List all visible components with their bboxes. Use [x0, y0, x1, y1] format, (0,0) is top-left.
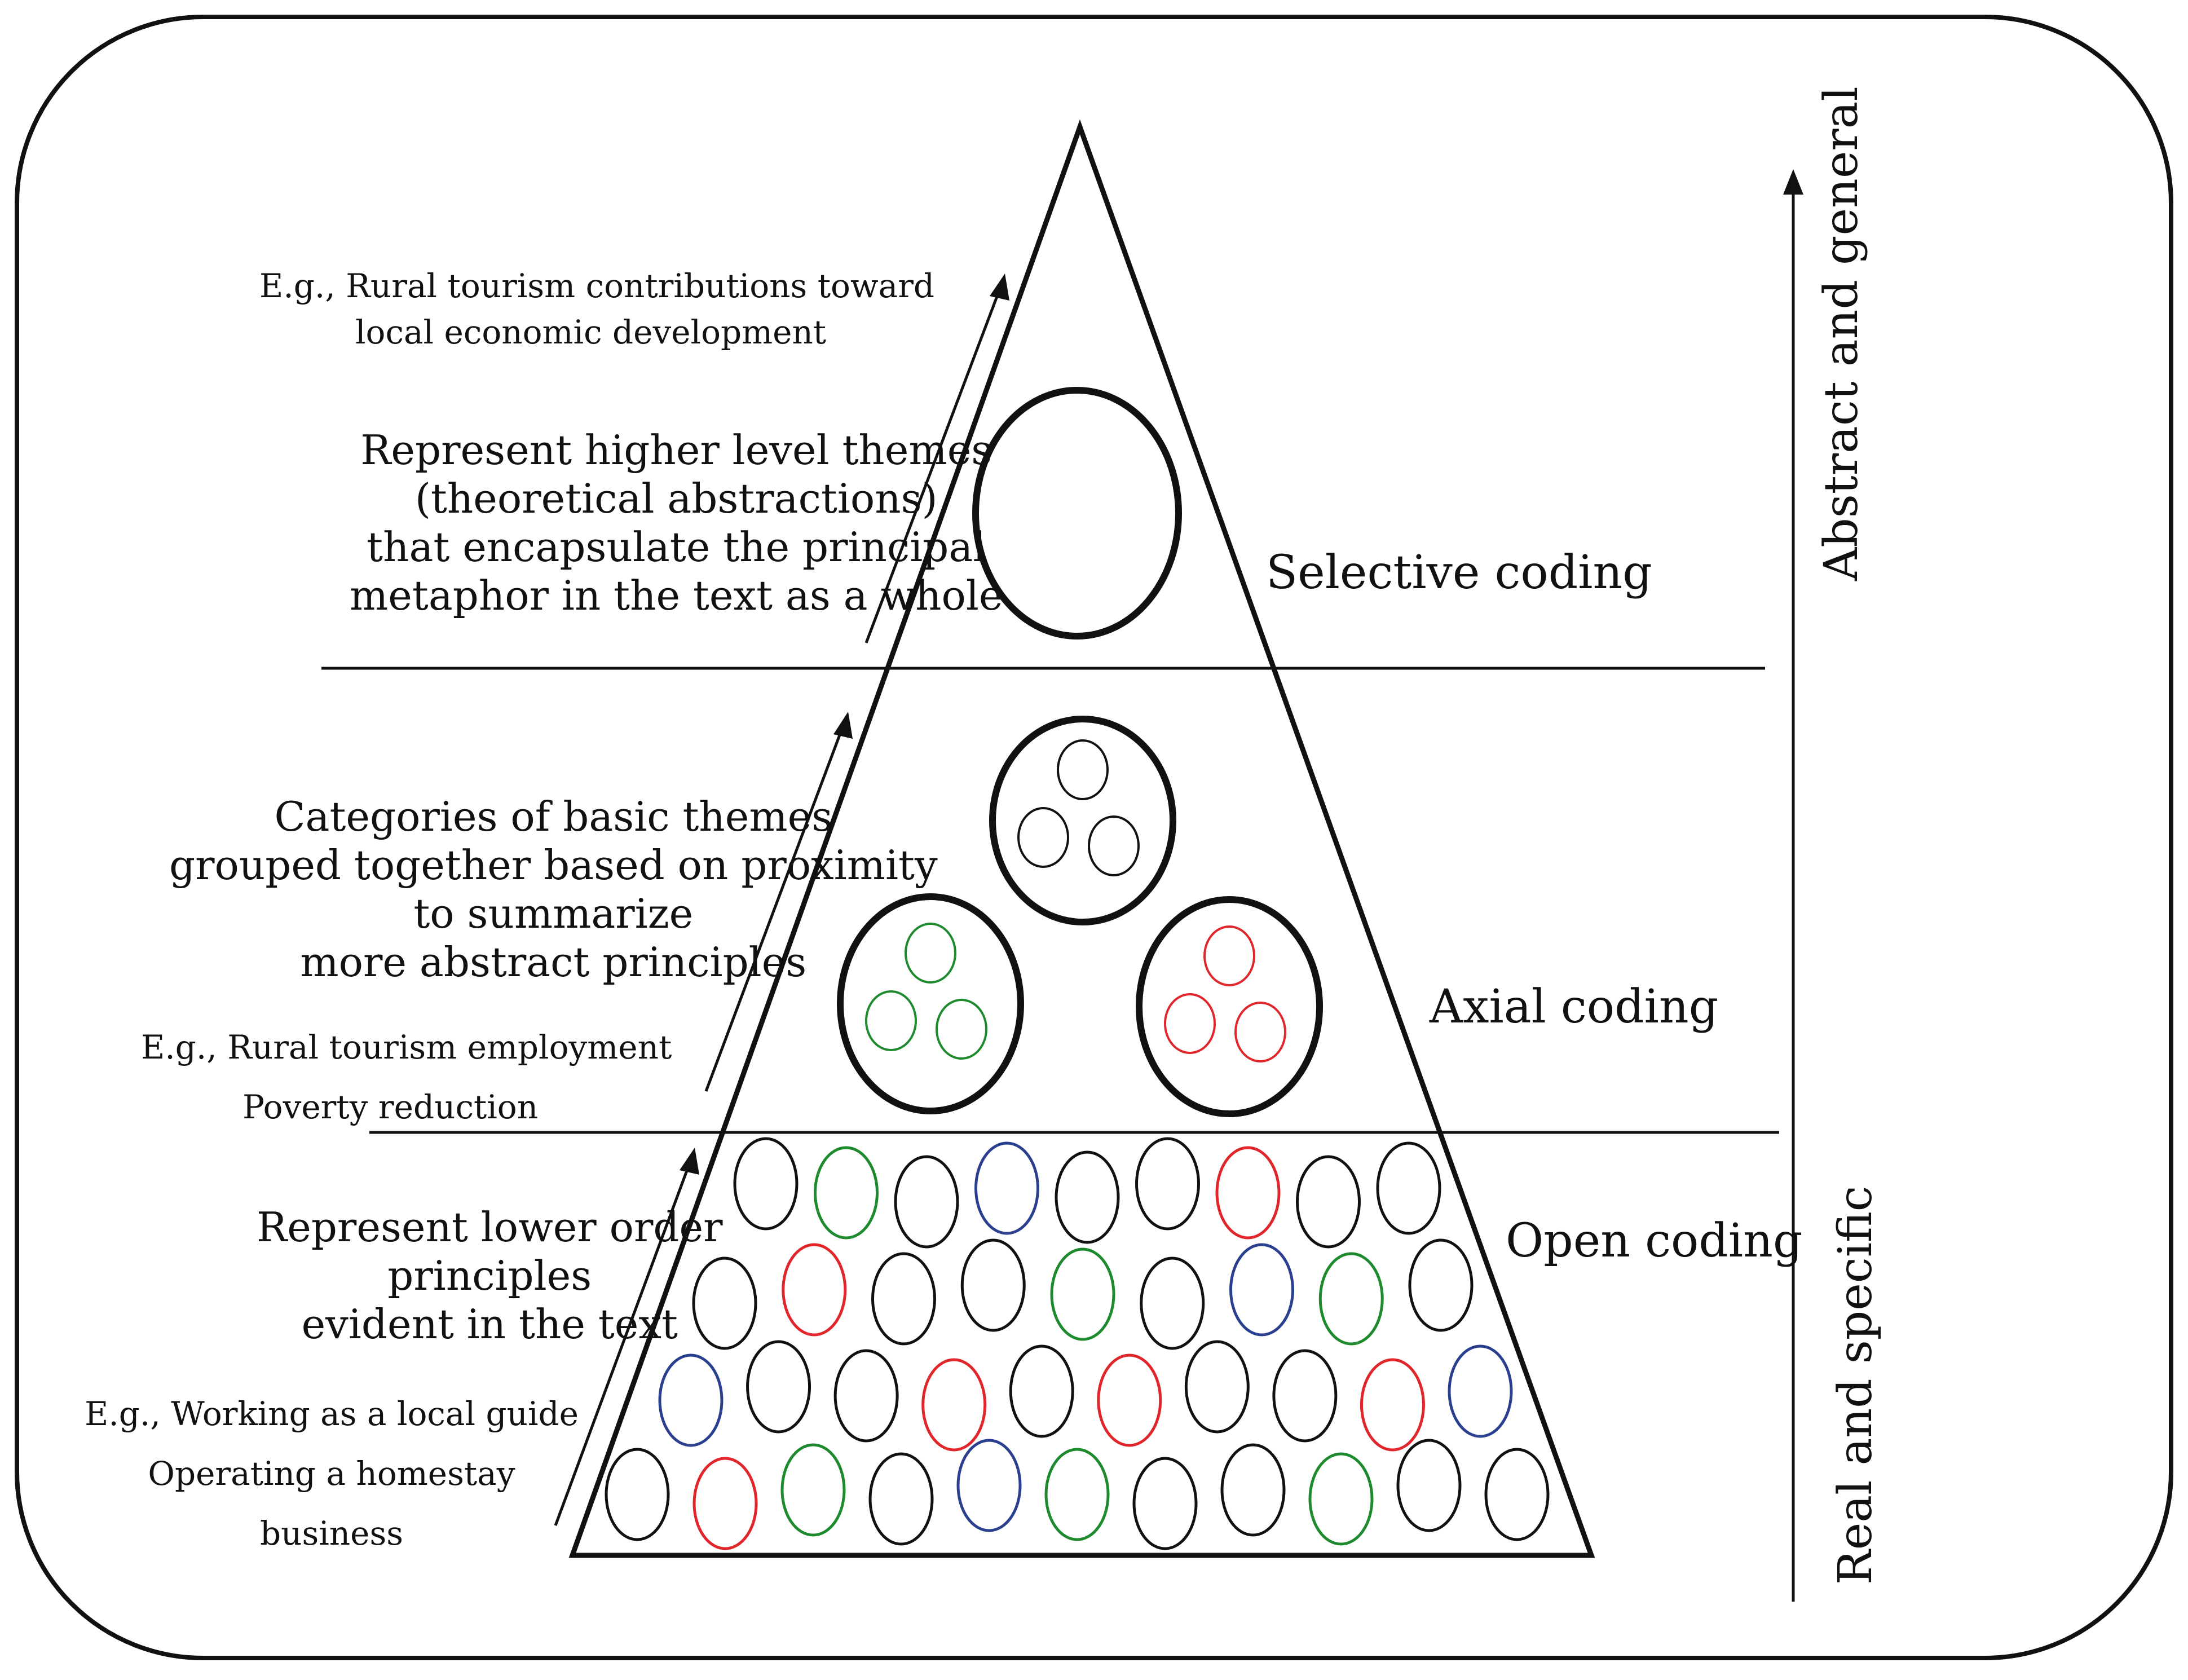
axial-cluster-3-sub-circle-3: [1234, 1002, 1286, 1062]
open-code-circle-r2-c6: [1140, 1256, 1205, 1350]
axial-example-line-1: E.g., Rural tourism employment: [141, 1028, 672, 1066]
axial-example-line-2: Poverty reduction: [242, 1088, 539, 1126]
open-code-circle-r3-c4: [921, 1358, 987, 1452]
axial-cluster-3-sub-circle-2: [1164, 993, 1216, 1054]
open-code-circle-r4-c3: [780, 1443, 846, 1537]
axial-coding-label: Axial coding: [1430, 980, 1719, 1034]
axial-cluster-3-sub-circle-1: [1203, 925, 1255, 986]
selective-example: E.g., Rural tourism contributions toward…: [259, 270, 934, 349]
open-example-line-1: E.g., Working as a local guide: [85, 1395, 579, 1433]
open-code-circle-r4-c5: [956, 1439, 1022, 1532]
open-example: E.g., Working as a local guide Operating…: [85, 1397, 579, 1550]
open-code-circle-r3-c2: [746, 1340, 811, 1434]
axial-cluster-2-sub-circle-3: [936, 999, 987, 1060]
axial-desc-line-4: more abstract principles: [300, 938, 807, 986]
arrow-open-to-axial: [554, 1148, 699, 1526]
open-code-circle-r2-c4: [960, 1238, 1026, 1332]
outer-frame: [15, 15, 2173, 1660]
open-code-circle-r2-c5: [1050, 1247, 1115, 1341]
open-code-circle-r1-c9: [1376, 1141, 1441, 1235]
open-code-circle-r2-c1: [692, 1256, 757, 1350]
axial-cluster-1: [989, 716, 1176, 925]
open-code-circle-r2-c3: [871, 1252, 936, 1346]
open-code-circle-r1-c4: [974, 1141, 1039, 1235]
selective-desc-line-4: metaphor in the text as a whole: [350, 572, 1003, 619]
open-code-circle-r3-c3: [833, 1349, 899, 1443]
selective-coding-label: Selective coding: [1266, 546, 1652, 599]
selective-example-line-2: local economic development: [355, 313, 827, 351]
open-code-circle-r2-c8: [1318, 1252, 1384, 1346]
open-code-circle-r4-c9: [1308, 1452, 1374, 1546]
arrow-to-top: [864, 274, 1009, 643]
open-code-circle-r4-c1: [605, 1448, 670, 1541]
open-code-circle-r2-c7: [1229, 1243, 1294, 1337]
axial-desc-line-3: to summarize: [413, 890, 694, 937]
open-code-circle-r3-c10: [1448, 1344, 1513, 1438]
open-desc-line-3: evident in the text: [301, 1300, 678, 1348]
axial-example: E.g., Rural tourism employment Poverty r…: [141, 1031, 672, 1123]
selective-example-line-1: E.g., Rural tourism contributions toward: [259, 267, 935, 305]
open-code-circle-r3-c7: [1184, 1340, 1250, 1434]
open-description: Represent lower order principles evident…: [257, 1207, 723, 1344]
open-coding-label: Open coding: [1506, 1214, 1803, 1268]
axial-cluster-2: [837, 893, 1024, 1114]
open-code-circle-r1-c6: [1135, 1137, 1200, 1231]
axial-cluster-1-sub-circle-3: [1088, 815, 1140, 876]
open-code-circle-r4-c2: [692, 1457, 758, 1550]
open-desc-line-2: principles: [387, 1252, 592, 1299]
selective-description: Represent higher level themes (theoretic…: [350, 430, 1003, 616]
open-example-line-3: business: [259, 1514, 403, 1553]
open-code-circle-r4-c8: [1220, 1443, 1286, 1537]
axial-theme-clusters: [837, 716, 1323, 1117]
open-code-circle-r3-c1: [658, 1353, 724, 1447]
open-code-circle-r1-c8: [1296, 1155, 1361, 1249]
open-code-circle-r3-c9: [1360, 1358, 1425, 1452]
open-desc-line-1: Represent lower order: [257, 1203, 723, 1251]
open-code-circle-r4-c4: [868, 1452, 934, 1546]
open-code-circle-r4-c7: [1132, 1457, 1198, 1550]
selective-desc-line-1: Represent higher level themes: [360, 426, 992, 474]
pyramid-triangle: [568, 119, 1595, 1558]
open-coding-circles: [605, 1137, 1550, 1550]
open-code-circle-r1-c2: [814, 1146, 879, 1240]
open-code-circle-r2-c2: [782, 1243, 847, 1337]
abstraction-axis-arrow: [1783, 169, 1803, 1602]
axial-desc-line-1: Categories of basic themes: [274, 793, 833, 840]
open-code-circle-r4-c11: [1484, 1448, 1550, 1541]
axial-description: Categories of basic themes grouped toget…: [169, 796, 938, 982]
selective-desc-line-3: that encapsulate the principal: [367, 523, 986, 571]
axial-cluster-1-sub-circle-1: [1057, 739, 1109, 800]
axial-cluster-2-sub-circle-2: [865, 990, 917, 1051]
open-code-circle-r4-c6: [1044, 1448, 1110, 1541]
axial-desc-line-2: grouped together based on proximity: [169, 841, 938, 889]
selective-theme-circle: [972, 387, 1182, 640]
selective-desc-line-2: (theoretical abstractions): [414, 475, 938, 522]
open-code-circle-r3-c8: [1272, 1349, 1338, 1443]
open-code-circle-r1-c5: [1055, 1150, 1120, 1244]
open-code-circle-r3-c6: [1097, 1353, 1162, 1447]
open-code-circle-r3-c5: [1009, 1344, 1074, 1438]
axis-label-real: Real and specific: [1829, 1185, 1882, 1585]
open-code-circle-r1-c1: [733, 1137, 799, 1231]
open-code-circle-r1-c3: [894, 1155, 959, 1249]
axial-cluster-2-sub-circle-1: [905, 923, 956, 984]
axis-label-abstract: Abstract and general: [1815, 86, 1868, 581]
axial-cluster-1-sub-circle-2: [1017, 807, 1069, 868]
open-code-circle-r4-c10: [1396, 1439, 1462, 1532]
open-code-circle-r1-c7: [1215, 1146, 1281, 1240]
open-example-line-2: Operating a homestay: [148, 1454, 515, 1493]
open-code-circle-r2-c9: [1408, 1238, 1474, 1332]
arrow-axial-to-selective: [704, 712, 853, 1092]
axial-cluster-3: [1136, 896, 1323, 1117]
